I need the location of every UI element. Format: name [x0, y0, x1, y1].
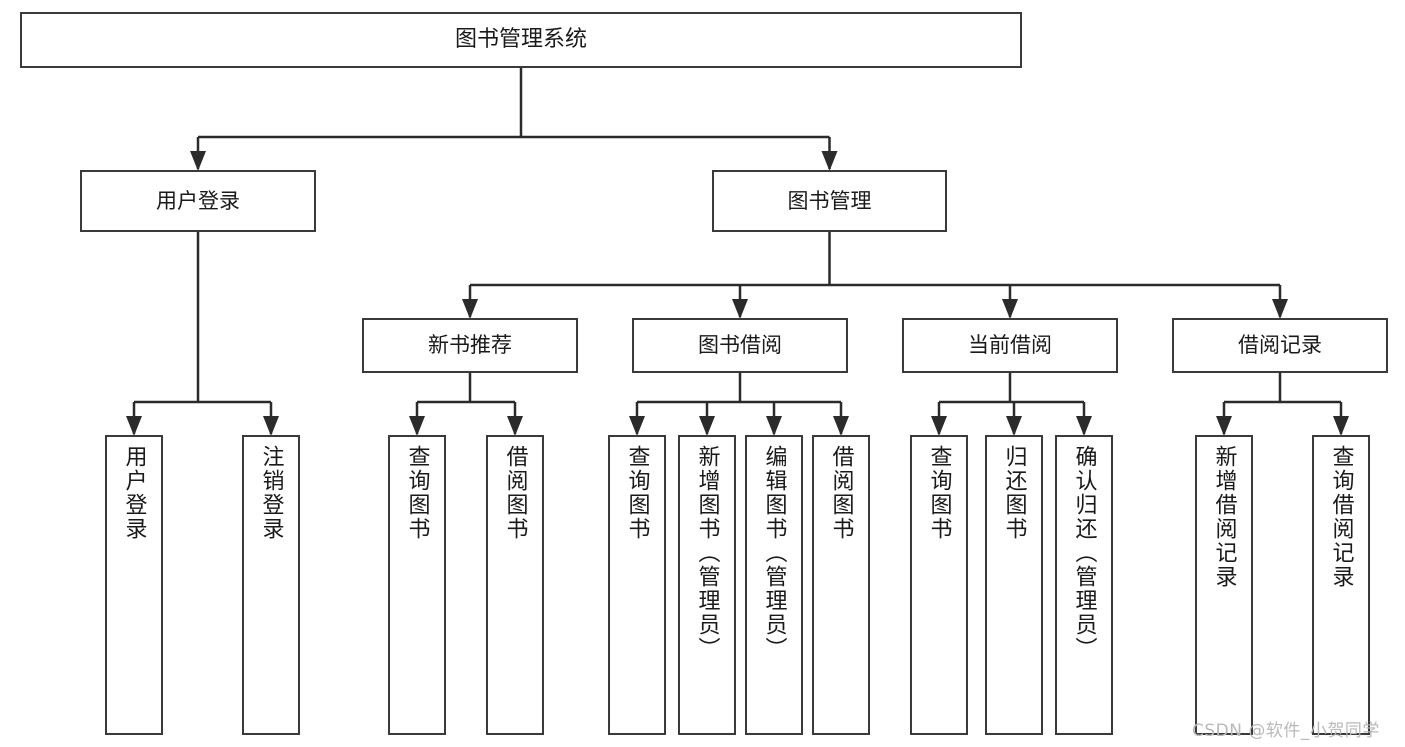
connector-arrowhead: [732, 299, 748, 319]
node-label: 借阅图书: [828, 445, 854, 541]
node-l2-newbook[interactable]: 新书推荐: [362, 318, 578, 373]
node-label: 新增图书（管理员）: [694, 445, 720, 661]
node-label: 查询图书: [624, 445, 650, 541]
connector-arrowhead: [126, 416, 142, 436]
node-lf-rec-add[interactable]: 新增借阅记录: [1195, 435, 1253, 735]
node-label: 当前借阅: [968, 333, 1052, 358]
node-lf-nb-query[interactable]: 查询图书: [388, 435, 446, 735]
node-l1-bookmgr[interactable]: 图书管理: [712, 170, 947, 232]
connector-arrowhead: [821, 151, 838, 171]
node-label: 借阅记录: [1238, 333, 1322, 358]
connector-arrowhead: [833, 416, 849, 436]
node-lf-bw-lend[interactable]: 借阅图书: [812, 435, 870, 735]
connector-arrowhead: [409, 416, 425, 436]
connector-arrowhead: [1002, 299, 1018, 319]
node-lf-cur-conf[interactable]: 确认归还（管理员）: [1055, 435, 1113, 735]
node-label: 图书管理: [787, 188, 872, 213]
node-lf-nb-borrow[interactable]: 借阅图书: [486, 435, 544, 735]
connector-arrowhead: [1333, 416, 1349, 436]
node-label: 查询图书: [404, 445, 430, 541]
node-lf-cur-query[interactable]: 查询图书: [910, 435, 968, 735]
connector-arrowhead: [1216, 416, 1232, 436]
node-l1-login[interactable]: 用户登录: [80, 170, 316, 232]
connector-arrowhead: [629, 416, 645, 436]
node-label: 确认归还（管理员）: [1071, 445, 1097, 661]
connector-arrowhead: [263, 416, 279, 436]
connector-arrowhead: [462, 299, 478, 319]
node-label: 归还图书: [1001, 445, 1027, 541]
node-lf-bw-edit[interactable]: 编辑图书（管理员）: [745, 435, 803, 735]
node-lf-rec-query[interactable]: 查询借阅记录: [1312, 435, 1370, 735]
node-label: 新增借阅记录: [1211, 445, 1237, 589]
node-lf-logout[interactable]: 注销登录: [242, 435, 300, 735]
node-label: 编辑图书（管理员）: [761, 445, 787, 661]
connector-arrowhead: [507, 416, 523, 436]
node-lf-cur-back[interactable]: 归还图书: [985, 435, 1043, 735]
node-label: 用户登录: [156, 188, 240, 213]
node-label: 查询图书: [926, 445, 952, 541]
node-label: 借阅图书: [502, 445, 528, 541]
node-l2-borrow[interactable]: 图书借阅: [632, 318, 848, 373]
node-label: 图书借阅: [698, 333, 782, 358]
connector-arrowhead: [1006, 416, 1022, 436]
node-l2-records[interactable]: 借阅记录: [1172, 318, 1388, 373]
node-lf-login[interactable]: 用户登录: [105, 435, 163, 735]
node-root[interactable]: 图书管理系统: [20, 12, 1022, 68]
node-label: 查询借阅记录: [1328, 445, 1354, 589]
node-label: 图书管理系统: [454, 27, 587, 53]
connector-arrowhead: [931, 416, 947, 436]
connector-arrowhead: [1076, 416, 1092, 436]
node-label: 用户登录: [121, 445, 147, 541]
node-l2-current[interactable]: 当前借阅: [902, 318, 1118, 373]
connector-arrowhead: [190, 151, 206, 171]
node-label: 新书推荐: [428, 333, 512, 358]
connector-arrowhead: [766, 416, 782, 436]
node-lf-bw-query[interactable]: 查询图书: [608, 435, 666, 735]
csdn-watermark: CSDN @软件_小贺同学: [1192, 721, 1380, 741]
connector-arrowhead: [699, 416, 715, 436]
connector-arrowhead: [1272, 299, 1288, 319]
node-lf-bw-add[interactable]: 新增图书（管理员）: [678, 435, 736, 735]
node-label: 注销登录: [258, 445, 284, 541]
